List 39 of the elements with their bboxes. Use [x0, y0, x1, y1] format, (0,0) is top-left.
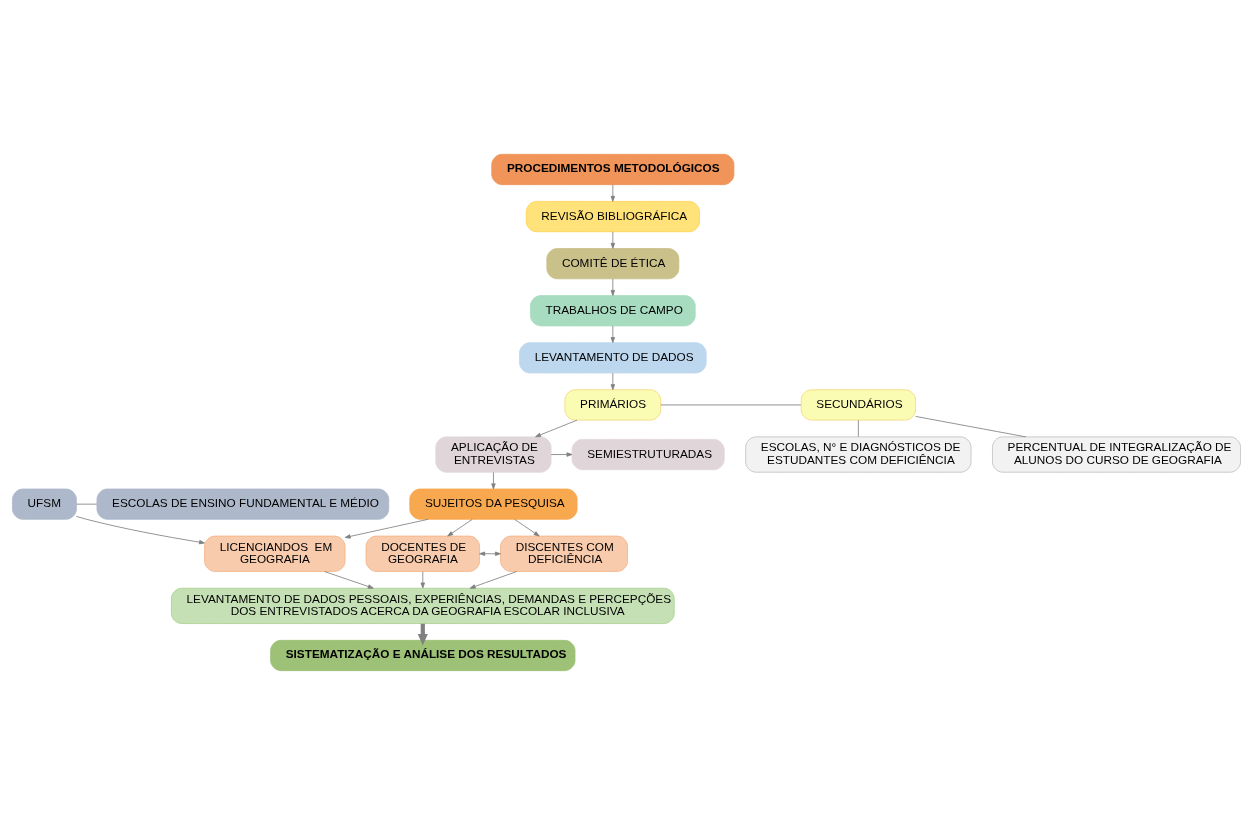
node-box: TRABALHOS DE CAMPO [530, 295, 696, 327]
node-box: LICENCIANDOS EM GEOGRAFIA [204, 535, 346, 572]
arrow [610, 278, 615, 296]
arrow [550, 452, 573, 457]
node-box: DOCENTES DE GEOGRAFIA [365, 535, 480, 572]
arrow [447, 518, 473, 537]
arrow [420, 571, 425, 589]
node-box: SECUNDÁRIOS [800, 389, 916, 421]
node-box: PROCEDIMENTOS METODOLÓGICOS [491, 153, 735, 186]
node-box: ESCOLAS, N° E DIAGNÓSTICOS DE ESTUDANTES COM DEFICIÊNCIA [745, 436, 972, 473]
node-box: COMITÊ DE ÉTICA [546, 248, 680, 280]
node-box: APLICAÇÃO DE ENTREVISTAS [435, 436, 552, 473]
node-box: LEVANTAMENTO DE DADOS [519, 342, 707, 374]
node-box: SUJEITOS DA PESQUISA [409, 488, 578, 520]
arrow [491, 472, 496, 490]
arrow [76, 516, 205, 545]
arrow [610, 372, 615, 391]
node-box: PRIMÁRIOS [564, 389, 662, 421]
node-box: REVISÃO BIBLIOGRÁFICA [525, 201, 700, 233]
node-box: UFSM [12, 488, 77, 520]
connector [660, 404, 802, 406]
arrow [469, 571, 518, 589]
arrow [514, 518, 540, 537]
node-box: PERCENTUAL DE INTEGRALIZAÇÃO DE ALUNOS DO CURSO DE GEOGRAFIA [992, 436, 1241, 473]
connector [76, 503, 98, 505]
arrow [610, 184, 615, 202]
node-box: ESCOLAS DE ENSINO FUNDAMENTAL E MÉDIO [96, 488, 390, 520]
arrow [324, 571, 374, 589]
node-box: LEVANTAMENTO DE DADOS PESSOAIS, EXPERIÊNCIAS, DEMANDAS E PERCEPÇÕES DOS ENTREVISTADOS ACERCA DA GEOGRAFIA ESCOLAR INCLUSIVA [171, 587, 675, 624]
arrow [479, 551, 501, 556]
connector [857, 419, 859, 438]
node-box: SISTEMATIZAÇÃO E ANÁLISE DOS RESULTADOS [270, 639, 576, 672]
node-box: DISCENTES COM DEFICIÊNCIA [500, 535, 628, 572]
arrow [344, 518, 429, 539]
node-box: SEMIESTRUTURADAS [571, 439, 725, 471]
arrow [535, 419, 578, 438]
connector [915, 416, 1027, 438]
arrow [610, 325, 615, 343]
arrow [610, 231, 615, 249]
